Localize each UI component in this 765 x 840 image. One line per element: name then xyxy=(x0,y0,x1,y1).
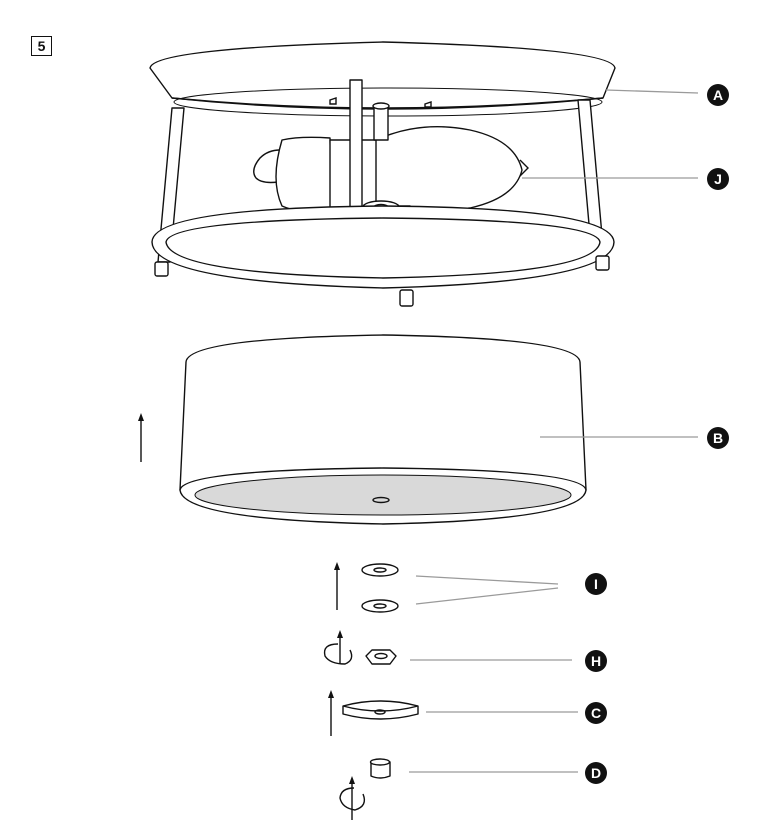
washers xyxy=(334,562,399,613)
callout-j: J xyxy=(707,168,729,190)
callout-a: A xyxy=(707,84,729,106)
finial-cap xyxy=(328,690,419,736)
socket-and-bulb xyxy=(253,102,529,214)
callout-h: H xyxy=(585,650,607,672)
pin-arrow xyxy=(138,413,144,462)
callout-i: I xyxy=(585,573,607,595)
hex-nut xyxy=(323,630,397,665)
drum-shade xyxy=(179,334,587,525)
callout-d: D xyxy=(585,762,607,784)
callout-b: B xyxy=(707,427,729,449)
step-number: 5 xyxy=(31,36,52,56)
callout-c: C xyxy=(585,702,607,724)
leader-lines xyxy=(409,89,699,773)
fixture-frame xyxy=(149,41,616,307)
canopy-top xyxy=(149,41,616,109)
knob-nut xyxy=(339,758,391,820)
